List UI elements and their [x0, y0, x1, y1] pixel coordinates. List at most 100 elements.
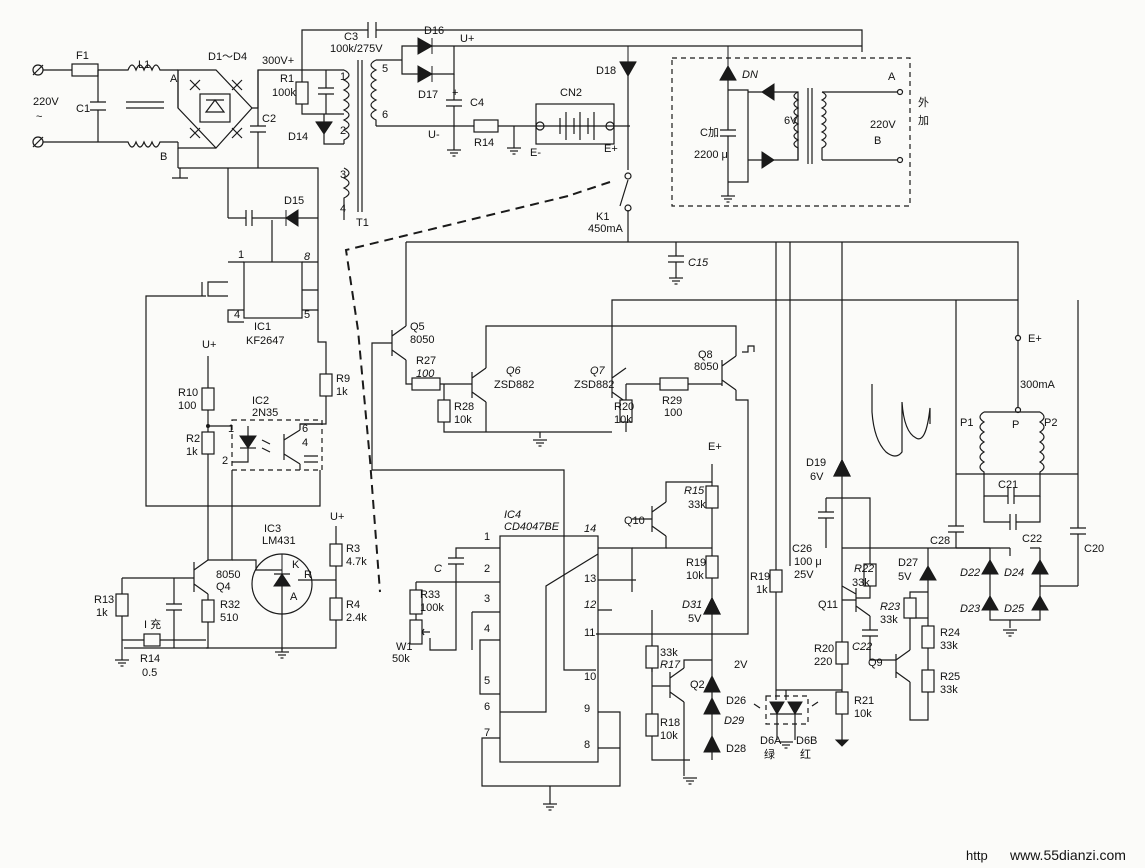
resistor-r29 [659, 377, 689, 391]
diode-d15 [285, 209, 299, 227]
q7-name: Q7 [590, 365, 606, 377]
q5-name: Q5 [410, 321, 425, 333]
t1-label: T1 [356, 217, 369, 229]
t1-pin5: 5 [382, 63, 388, 75]
eplus-q10: E+ [708, 441, 722, 453]
r28-label: R28 [454, 401, 474, 413]
ic4-pin1: 1 [484, 531, 490, 543]
resistor-r23 [903, 597, 917, 619]
r15-label: R15 [684, 485, 705, 497]
resistor-r10 [201, 387, 215, 411]
diode-d17 [417, 65, 434, 83]
primary-section: C3 100k/275V R1 100k D14 1 2 3 4 T1 5 6 … [272, 22, 863, 593]
diode-d23 [981, 594, 999, 611]
r21-label: R21 [854, 695, 874, 707]
fuse-label: F1 [76, 50, 89, 62]
resistor-r28 [437, 399, 451, 423]
cn2-label: CN2 [560, 87, 582, 99]
c15-label: C15 [688, 257, 709, 269]
diode-d27 [919, 564, 937, 581]
switch-k1 [619, 179, 629, 242]
r13-value: 1k [96, 607, 108, 619]
ic2-pin2: 2 [222, 455, 228, 467]
diode-d29 [703, 696, 721, 715]
ic3-k: K [292, 559, 300, 571]
r29-value: 100 [664, 407, 682, 419]
w1-label: W1 [396, 641, 413, 653]
uplus-r10: U+ [202, 339, 216, 351]
r2-label: R2 [186, 433, 200, 445]
d19-value: 6V [810, 471, 824, 483]
eplus-out-label: E+ [1028, 333, 1042, 345]
resistor-r17 [645, 645, 659, 669]
bridge-label: D1～D4 [208, 51, 247, 63]
r4-value: 2.4k [346, 612, 367, 624]
r9-value: 1k [336, 386, 348, 398]
resistor-r1 [295, 81, 309, 105]
ic2-pin1: 1 [228, 423, 234, 435]
d16-label: D16 [424, 25, 444, 37]
ic4-pin6: 6 [484, 701, 490, 713]
ic2-label: IC2 [252, 395, 269, 407]
d6b-color: 红 [800, 748, 811, 761]
diode-d25 [1031, 594, 1049, 611]
r29-label: R29 [662, 395, 682, 407]
q6-name: Q6 [506, 365, 522, 377]
q8-type: 8050 [694, 361, 718, 373]
diode-d26 [703, 674, 721, 693]
d19-label: D19 [806, 457, 826, 469]
r18-label: R18 [660, 717, 680, 729]
transistor-q9 [895, 649, 911, 683]
capacitor-c26 [818, 497, 871, 548]
t1-pin1: 1 [340, 71, 346, 83]
r15-value: 33k [688, 499, 706, 511]
ic1-pin5: 5 [304, 309, 310, 321]
capacitor-c2 [250, 70, 266, 168]
transistor-q6 [471, 367, 487, 403]
battery-icon [559, 112, 595, 140]
resistor-r32 [201, 599, 215, 623]
d14-label: D14 [288, 131, 308, 143]
ic3-part: LM431 [262, 535, 296, 547]
d29-label: D29 [724, 715, 744, 727]
c-label: C加 [700, 126, 719, 139]
q2-label: Q2 [690, 679, 705, 691]
d22-label: D22 [960, 567, 980, 579]
d18-label: D18 [596, 65, 616, 77]
d17-label: D17 [418, 89, 438, 101]
vplus-label: 300V+ [262, 55, 294, 67]
r9-label: R9 [336, 373, 350, 385]
transistor-q2 [669, 667, 685, 703]
q6-type: ZSD882 [494, 379, 534, 391]
ic3-r: R [304, 569, 312, 581]
led-d6a [769, 701, 785, 715]
r18-value: 10k [660, 730, 678, 742]
ic4-pin8: 8 [584, 739, 590, 751]
capacitor-c20 [1070, 300, 1086, 586]
t1-secondary [370, 59, 378, 126]
transistor-q10 [632, 501, 667, 537]
ground-arrow [834, 739, 850, 747]
capacitor-c28 [948, 300, 964, 548]
q5-type: 8050 [410, 334, 434, 346]
oscillator-section: IC4 CD4047BE 1 2 3 4 5 6 7 14 13 12 11 1… [392, 242, 832, 811]
transistor-q8 [721, 355, 737, 391]
resistor-r24 [921, 625, 935, 649]
r14top-label: R14 [474, 137, 494, 149]
resistor-r21 [835, 691, 849, 715]
d15-label: D15 [284, 195, 304, 207]
c21-label: C21 [998, 479, 1018, 491]
c26-label: C26 [792, 543, 812, 555]
resistor-r2 [201, 431, 215, 455]
r23-label: R23 [880, 601, 901, 613]
r1-label: R1 [280, 73, 294, 85]
d23-label: D23 [960, 603, 981, 615]
r33-value: 100k [420, 602, 444, 614]
c26-volt: 25V [794, 569, 814, 581]
capacitor-ic1 [245, 210, 253, 226]
r20a-value: 10k [614, 414, 632, 426]
resistor-r20b [835, 641, 849, 665]
diode-dn [719, 46, 737, 81]
watermark-prefix: http [966, 848, 988, 863]
